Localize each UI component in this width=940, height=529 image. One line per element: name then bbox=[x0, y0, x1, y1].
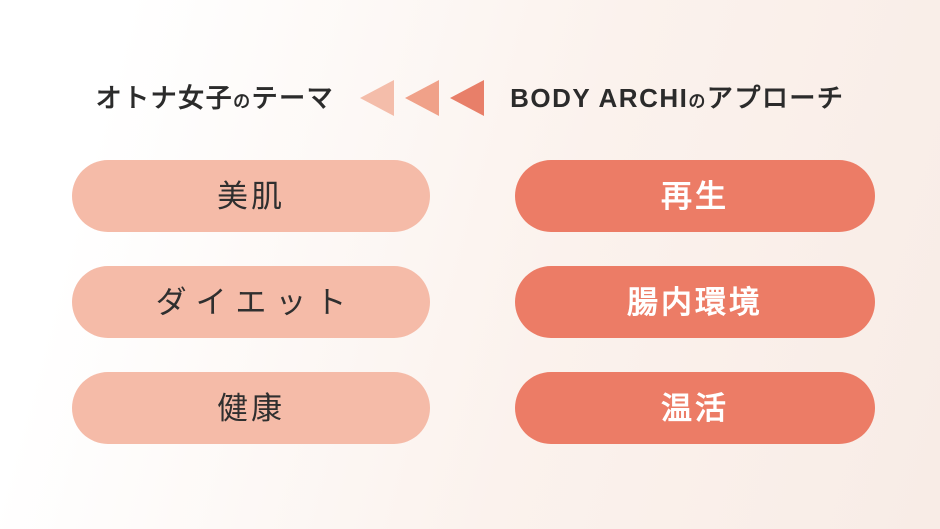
left-triangle-icon bbox=[405, 80, 440, 116]
theme-pill-kenko: 健康 bbox=[72, 372, 430, 444]
approaches-heading-particle: の bbox=[688, 92, 707, 111]
approaches-heading-main: BODY ARCHI bbox=[510, 83, 689, 113]
header-row: オトナ女子のテーマ BODY ARCHIのアプローチ bbox=[0, 76, 940, 120]
themes-heading-main: オトナ女子 bbox=[95, 83, 234, 113]
left-arrows-group bbox=[360, 80, 485, 116]
left-triangle-icon bbox=[360, 80, 395, 116]
theme-pill-bihada: 美肌 bbox=[72, 160, 430, 232]
comparison-grid: 美肌 再生 ダイエット 腸内環境 健康 温活 bbox=[72, 160, 875, 444]
approach-pill-chonai-kankyo: 腸内環境 bbox=[515, 266, 875, 338]
theme-pill-diet: ダイエット bbox=[72, 266, 430, 338]
themes-heading-particle: の bbox=[233, 92, 252, 111]
themes-heading: オトナ女子のテーマ bbox=[96, 85, 335, 111]
themes-heading-suffix: テーマ bbox=[251, 83, 335, 113]
approaches-heading-suffix: アプローチ bbox=[706, 83, 845, 113]
left-triangle-icon bbox=[450, 80, 485, 116]
approach-pill-saisei: 再生 bbox=[515, 160, 875, 232]
approaches-heading: BODY ARCHIのアプローチ bbox=[510, 85, 844, 111]
approach-pill-onkatsu: 温活 bbox=[515, 372, 875, 444]
